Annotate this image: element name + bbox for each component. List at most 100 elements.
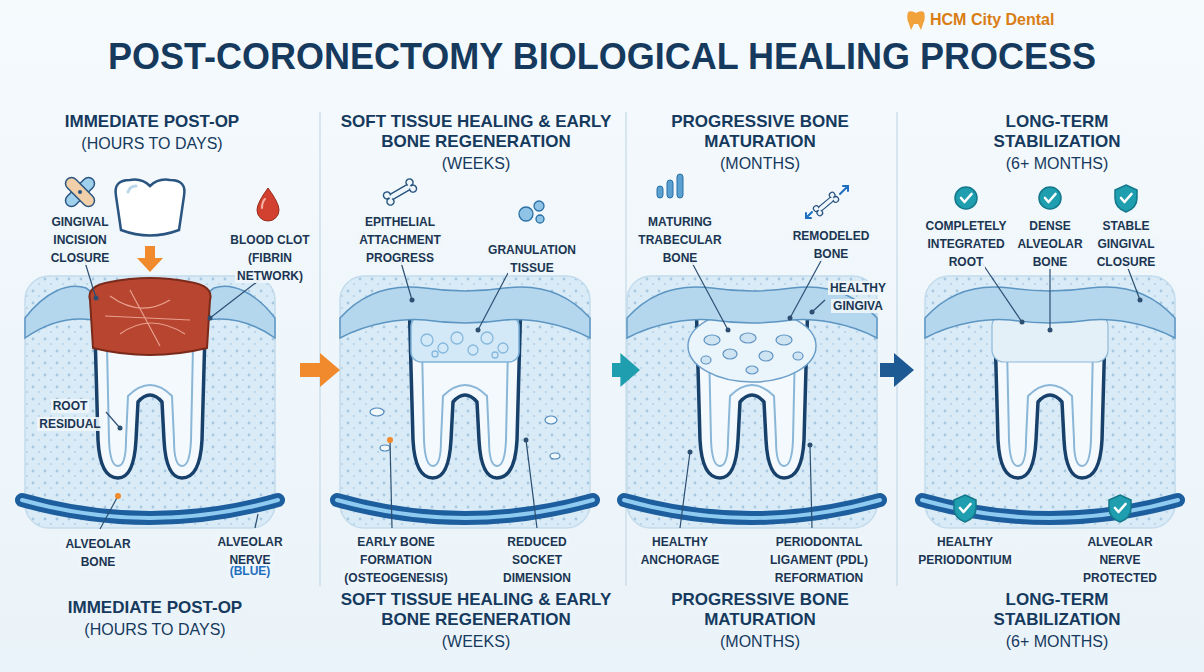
leader-line xyxy=(982,263,1022,322)
cells-icon xyxy=(519,201,544,223)
label-slot: (MONTHS) xyxy=(640,632,880,652)
tooth-illustration xyxy=(22,180,278,528)
tooth-illustration xyxy=(723,349,737,359)
label-slot: DENSE ALVEOLAR BONE xyxy=(1012,216,1088,270)
trabecular-icon xyxy=(657,174,683,198)
callout-label: HEALTHY PERIODONTIUM xyxy=(916,535,1013,567)
trabecular-icon xyxy=(657,186,663,198)
blood-drop-icon xyxy=(262,199,265,208)
tooth-illustration xyxy=(438,343,448,353)
stage-caption-time: (6+ MONTHS) xyxy=(1006,633,1109,650)
leader-line xyxy=(526,440,537,528)
label-slot: PERIODONTAL LIGAMENT (PDL) REFORMATION xyxy=(760,532,878,586)
tooth-illustration xyxy=(370,408,384,416)
watermark: HCM City Dental xyxy=(930,11,1054,28)
bandage-icon xyxy=(78,190,82,194)
leader-dot xyxy=(208,316,213,321)
leader-dot xyxy=(808,443,813,448)
label-slot: MATURING TRABECULAR BONE xyxy=(630,212,730,266)
leader-dot xyxy=(1048,328,1053,333)
label-slot: HEALTHY PERIODONTIUM xyxy=(910,532,1020,568)
tooth-illustration xyxy=(759,351,773,361)
label-slot: HEALTHY ANCHORAGE xyxy=(637,532,723,568)
leader-line xyxy=(84,259,1140,529)
stage-panel: IMMEDIATE POST-OP(HOURS TO DAYS) xyxy=(4,112,300,590)
leader-line xyxy=(400,259,412,300)
callout-label: ALVEOLAR BONE xyxy=(63,537,132,569)
callout-label: COMPLETELY INTEGRATED ROOT xyxy=(924,219,1009,269)
leader-dot xyxy=(115,437,393,499)
leader-dot xyxy=(810,310,815,315)
label-slot: ALVEOLAR NERVE PROTECTED xyxy=(1070,532,1170,586)
stage-timeframe: (HOURS TO DAYS) xyxy=(12,134,292,154)
tooth-illustration xyxy=(421,332,508,358)
tooth-illustration xyxy=(624,276,880,528)
tooth-illustration xyxy=(550,453,560,459)
leader-dot xyxy=(1020,320,1025,325)
leader-line xyxy=(1049,263,1050,330)
leader-dot xyxy=(524,438,529,443)
tooth-illustration xyxy=(128,186,136,192)
tooth-illustration xyxy=(498,343,508,353)
stage-timeframe: (MONTHS) xyxy=(640,154,880,174)
stage-heading: IMMEDIATE POST-OP xyxy=(12,112,292,132)
label-slot: REDUCED SOCKET DIMENSION xyxy=(492,532,582,586)
tooth-illustration xyxy=(793,352,803,360)
bandage-icon xyxy=(63,175,97,209)
panel-divider xyxy=(320,112,897,586)
tooth-illustration xyxy=(451,332,463,344)
label-slot: EARLY BONE FORMATION (OSTEOGENESIS) xyxy=(336,532,456,586)
stage-caption: LONG-TERM STABILIZATION xyxy=(994,590,1121,629)
stage-heading: SOFT TISSUE HEALING & EARLY BONE REGENER… xyxy=(340,112,612,152)
tooth-illustration xyxy=(701,333,803,374)
tooth-illustration xyxy=(492,352,498,358)
leader-line xyxy=(255,514,258,528)
leader-dot xyxy=(410,298,415,303)
leader-line xyxy=(210,278,262,318)
tooth-illustration xyxy=(105,290,190,346)
tooth-illustration xyxy=(116,180,185,236)
label-slot: LONG-TERM STABILIZATION xyxy=(967,590,1147,630)
shield-icon xyxy=(954,185,1137,522)
leader-dot xyxy=(788,316,793,321)
callout-label: EPITHELIAL ATTACHMENT PROGRESS xyxy=(357,215,443,265)
tooth-illustration xyxy=(481,332,493,344)
leader-line xyxy=(690,259,728,330)
label-slot: (HOURS TO DAYS) xyxy=(10,620,300,640)
watermark-logo xyxy=(907,11,925,30)
callout-label: MATURING TRABECULAR BONE xyxy=(636,215,723,265)
leader-dot xyxy=(688,450,693,455)
leader-dot xyxy=(726,328,731,333)
callout-label: REMODELED BONE xyxy=(791,229,872,261)
label-slot: GRANULATION TISSUE xyxy=(480,240,584,276)
remodel-icon xyxy=(806,212,812,218)
check-icon xyxy=(955,187,977,209)
tooth-illustration xyxy=(25,286,93,338)
label-slot: IMMEDIATE POST-OP xyxy=(10,598,300,618)
stage-arrow xyxy=(612,353,640,387)
stage-heading: LONG-TERM STABILIZATION xyxy=(967,112,1147,152)
watermark-logo xyxy=(907,11,925,30)
leader-line xyxy=(812,300,825,312)
bandage-icon xyxy=(63,175,97,209)
tooth-illustration xyxy=(22,276,278,528)
stage-timeframe: (WEEKS) xyxy=(340,154,612,174)
callout-label: ROOT RESIDUAL xyxy=(37,399,102,431)
label-slot: BLOOD CLOT (FIBRIN NETWORK) xyxy=(222,230,318,284)
callout-label: DENSE ALVEOLAR BONE xyxy=(1015,219,1084,269)
callout-label: STABLE GINGIVAL CLOSURE xyxy=(1095,219,1158,269)
stage-panel: SOFT TISSUE HEALING & EARLY BONE REGENER… xyxy=(340,112,612,590)
leader-line xyxy=(100,496,118,529)
bone-icon xyxy=(382,178,418,207)
leader-dot xyxy=(387,437,393,443)
label-slot: ALVEOLAR BONE xyxy=(58,534,138,570)
callout-label: ALVEOLAR NERVE xyxy=(215,535,284,567)
remodel-icon xyxy=(806,186,848,218)
stage-caption: PROGRESSIVE BONE MATURATION xyxy=(671,590,849,629)
remodel-icon xyxy=(812,191,839,217)
label-slot: COMPLETELY INTEGRATED ROOT xyxy=(920,216,1012,270)
stage-arrow xyxy=(300,353,340,387)
leader-dot xyxy=(118,426,123,431)
